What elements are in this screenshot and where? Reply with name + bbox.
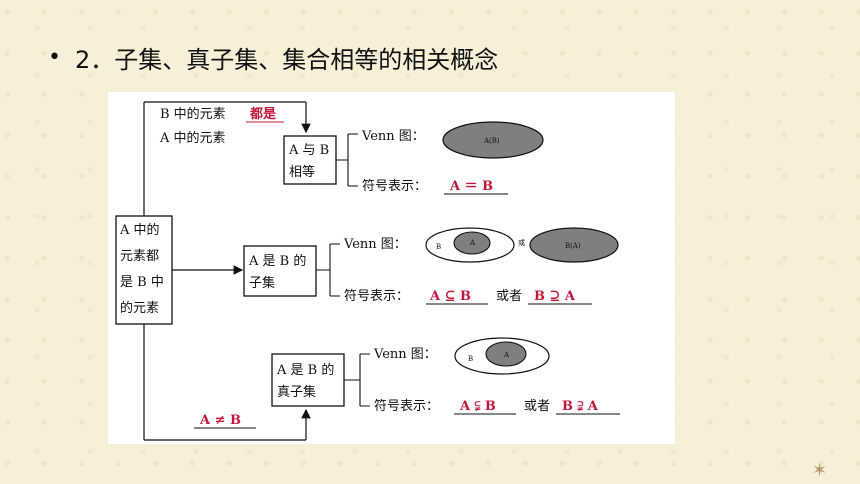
proper-symbol-label: 符号表示： (374, 398, 439, 414)
proper-box-line2: 真子集 (277, 384, 316, 400)
equal-box-line1: A 与 B (288, 143, 329, 158)
bullet: • (48, 45, 61, 70)
subset-venn-label: Venn 图： (343, 237, 407, 252)
subset-venn-inner (453, 231, 491, 255)
equal-box (283, 135, 337, 185)
subset-box (243, 245, 317, 297)
proper-venn-inner-label: A (503, 351, 510, 359)
subset-venn-inner-label: A (469, 239, 476, 247)
subset-box-line1: A 是 B 的 (248, 253, 306, 269)
proper-box (271, 353, 345, 407)
proper-venn-label: Venn 图： (373, 347, 437, 362)
root-box (115, 215, 173, 325)
slide-heading: • 2．子集、真子集、集合相等的相关概念 (48, 40, 498, 75)
equal-symbol: A ＝ B (449, 179, 493, 194)
heading-text: 2．子集、真子集、集合相等的相关概念 (74, 46, 499, 74)
corner-ornament-icon: ✶ (812, 460, 828, 481)
equal-venn-text: A(B) (483, 137, 500, 145)
proper-venn-outer-label: B (468, 355, 473, 363)
root-line1: A 中的 (119, 222, 160, 238)
root-line2: 元素都 (120, 249, 159, 264)
subset-venn-or: 或 (518, 238, 525, 247)
root-line4: 的元素 (120, 300, 159, 316)
proper-box-line1: A 是 B 的 (276, 362, 334, 378)
subset-venn-outer-label: B (436, 243, 441, 251)
equal-venn-ellipse (442, 121, 544, 159)
equal-box-line2: 相等 (289, 164, 315, 180)
subset-symbol: A ⊆ B (429, 289, 471, 304)
equal-symbol-label: 符号表示： (362, 178, 427, 194)
equal-venn-label: Venn 图： (361, 129, 425, 144)
subset-symbol-alt: B ⊇ A (534, 289, 576, 304)
subset-venn-alt (529, 227, 619, 263)
top-condition-line2: A 中的元素 (159, 130, 226, 146)
proper-symbol: A ⫋ B (459, 399, 496, 414)
proper-venn-inner (485, 341, 527, 367)
root-line3: 是 B 中 (120, 275, 164, 290)
bottom-condition: A ≠ B (199, 413, 241, 428)
subset-symbol-label: 符号表示： (344, 288, 409, 304)
subset-or: 或者 (496, 289, 522, 304)
proper-or: 或者 (524, 399, 550, 414)
subset-box-line2: 子集 (249, 275, 275, 291)
top-condition-line1: B 中的元素 (160, 106, 226, 122)
proper-symbol-alt: B ⫌ A (562, 399, 599, 414)
top-condition-blank: 都是 (249, 106, 277, 122)
subset-venn-alt-text: B(A) (565, 242, 581, 250)
concept-diagram: B 中的元素 都是 A 中的元素 A 中的 元素都 是 B 中 的元素 A 与 … (108, 92, 675, 444)
